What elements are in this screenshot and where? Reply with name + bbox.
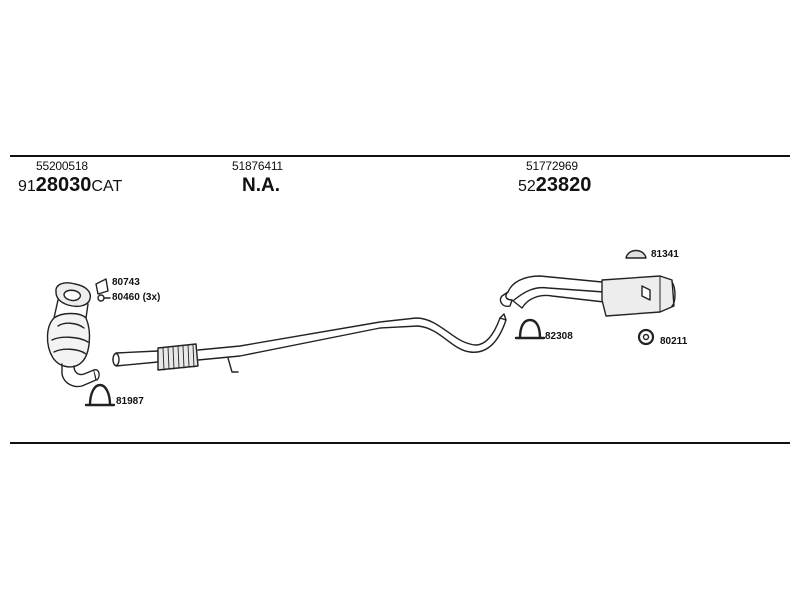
rear-muffler-part-reference: 5223820 [518,174,591,197]
rear-muffler-oem-number: 51772969 [526,159,578,173]
bolts-part-label: 80460 (3x) [112,292,161,303]
catalyst-ref-suffix: CAT [91,178,123,195]
bolt-symbol [97,294,111,302]
front-pipe-drawing [112,313,507,373]
catalyst-part-reference: 9128030CAT [18,174,122,197]
ring-gasket-symbol [637,328,655,346]
catalytic-converter-drawing [46,282,100,388]
catalyst-ref-prefix: 91 [18,178,36,195]
rubber-mount-part-label: 81341 [651,249,679,260]
catalyst-oem-number: 55200518 [36,159,88,173]
ring-gasket-part-label: 80211 [660,336,688,347]
rear-muffler-ref-main: 23820 [535,174,592,196]
middle-pipe-oem-number: 51876411 [232,159,283,173]
front-clamp-part-label: 81987 [116,396,144,407]
catalyst-ref-main: 28030 [35,174,92,196]
front-clamp-symbol [84,383,116,407]
rear-muffler-drawing [499,275,676,317]
gasket-symbol [95,278,109,295]
gasket-part-label: 80743 [112,277,140,288]
rear-clamp-part-label: 82308 [545,331,573,342]
bottom-divider-line [10,442,790,444]
top-divider-line [10,155,790,157]
rear-muffler-ref-prefix: 52 [518,178,536,195]
rear-clamp-symbol [514,318,546,340]
rubber-mount-symbol [625,249,647,259]
middle-pipe-part-reference: N.A. [242,175,280,196]
